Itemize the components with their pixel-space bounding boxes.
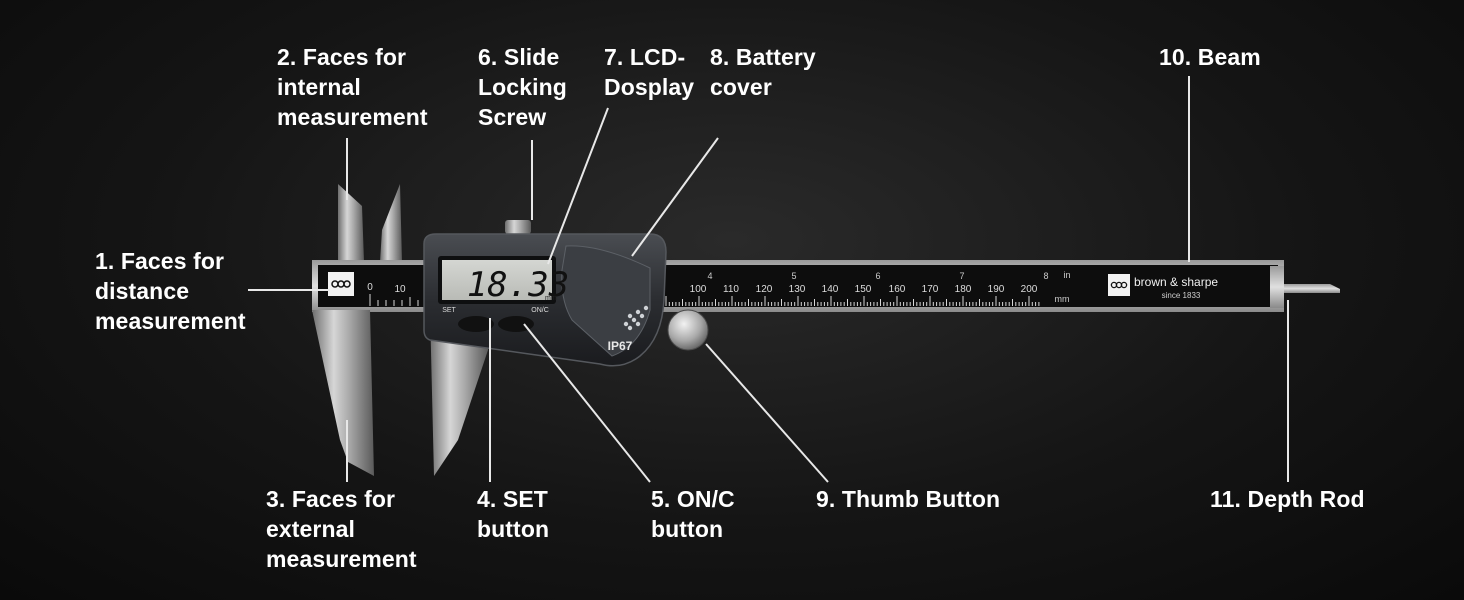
internal-jaw-sliding [380,184,402,262]
scale-10: 10 [394,284,406,295]
inch-6: 6 [875,271,880,281]
scale-120: 120 [756,284,773,295]
brand-logo-right [1108,274,1130,296]
mm-ticks [369,294,419,306]
scale-180: 180 [955,284,972,295]
external-jaw-sliding [430,310,488,476]
leader-9 [705,343,829,483]
depth-rod-bar [1270,266,1284,308]
set-button-shape[interactable] [458,316,494,332]
brand-since: since 1833 [1162,291,1201,300]
scale-200: 200 [1021,284,1038,295]
brand-logo-left [328,272,354,296]
scale-170: 170 [922,284,939,295]
ip67-droplets [623,305,649,331]
depth-rod-tip [1284,284,1340,293]
lcd-unit: mm [545,295,557,302]
thumb-wheel[interactable] [667,309,709,351]
lcd-screen [442,260,552,300]
onc-button-shape[interactable] [498,316,534,332]
set-label: SET [442,307,456,314]
brand-name: brown & sharpe [1134,275,1218,289]
external-jaw-fixed [312,310,374,476]
inch-8: 8 [1043,271,1048,281]
label-lcd-display: 7. LCD-Dosplay [604,44,695,100]
ip67-label: IP67 [608,339,633,353]
mm-ticks-right [665,296,1040,306]
leader-7 [547,107,609,265]
label-depth-rod: 11. Depth Rod [1210,486,1365,512]
scale-110: 110 [723,284,739,295]
lcd-reading: 18.33 [467,265,569,305]
locking-screw [505,220,531,234]
label-thumb-button: 9. Thumb Button [816,486,1001,512]
scale-140: 140 [822,284,839,295]
scale-160: 160 [889,284,906,295]
scale-100: 100 [690,284,707,295]
scale-150: 150 [855,284,872,295]
label-beam: 10. Beam [1159,44,1261,70]
internal-jaw-fixed [338,184,364,262]
unit-in: in [1063,270,1070,280]
leader-5 [523,323,651,483]
unit-mm: mm [1055,294,1070,304]
scale-190: 190 [988,284,1005,295]
inch-4: 4 [707,271,712,281]
onc-label: ON/C [531,307,549,314]
inch-7: 7 [959,271,964,281]
inch-5: 5 [791,271,796,281]
scale-0: 0 [367,282,373,293]
leader-8 [631,137,719,257]
scale-130: 130 [789,284,806,295]
